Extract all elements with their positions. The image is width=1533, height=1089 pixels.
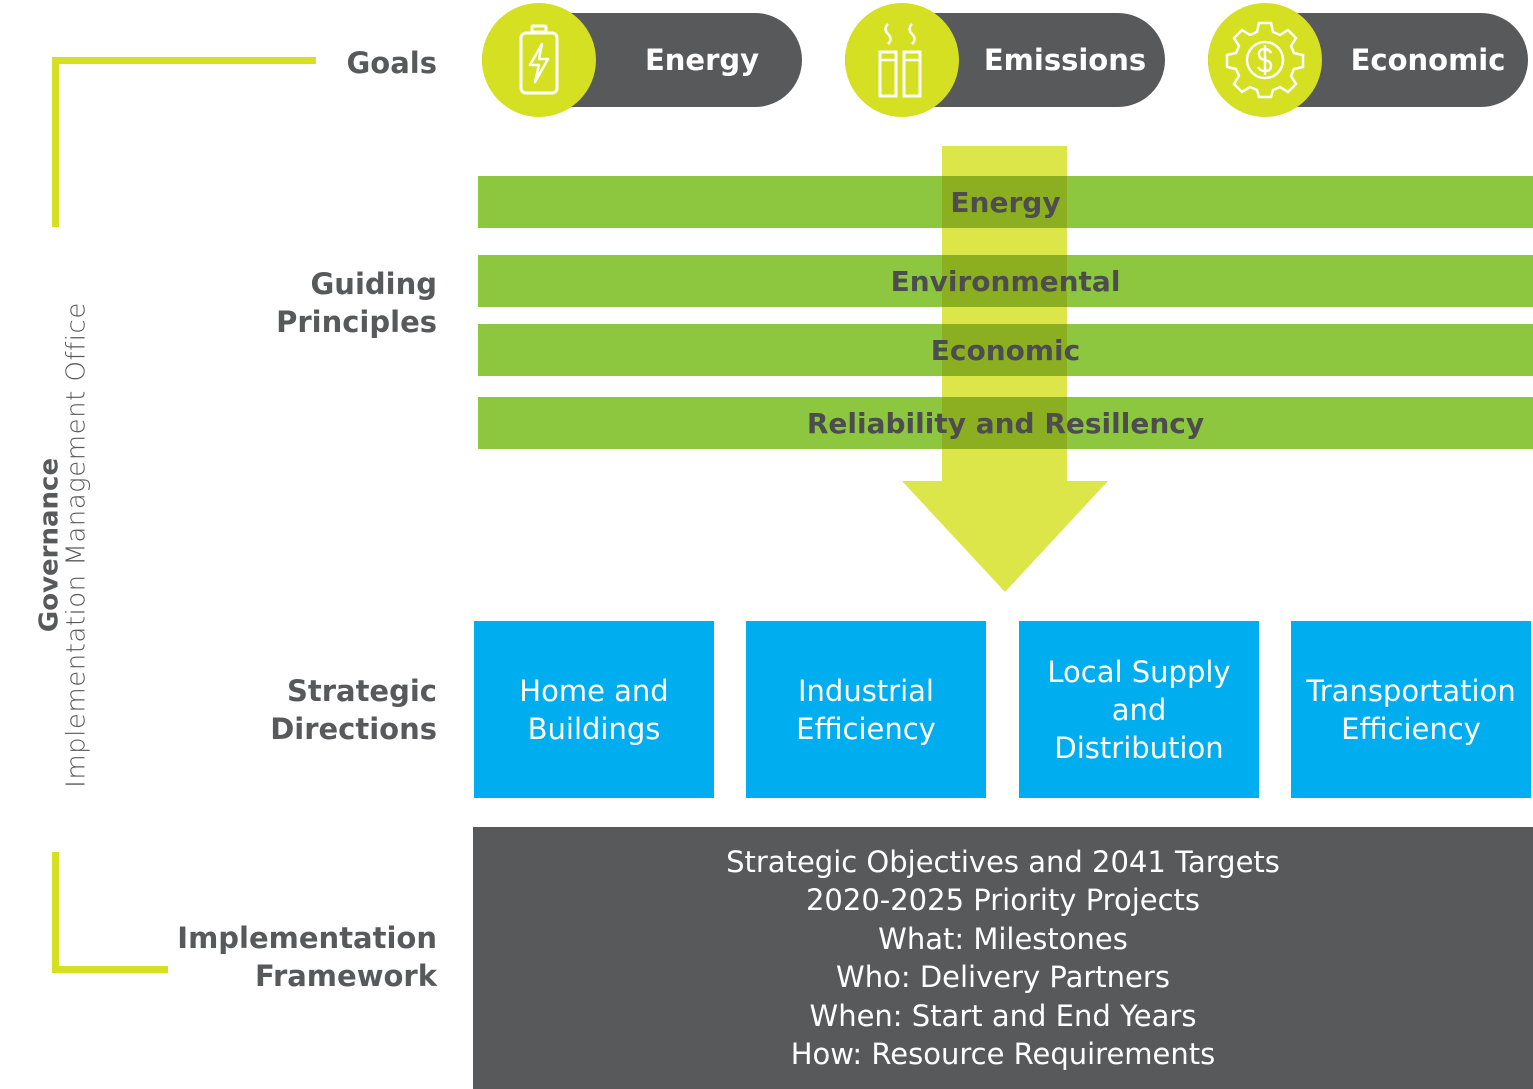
direction-home-buildings-label: Home and Buildings [519, 673, 669, 746]
row-label-implementation-framework: Implementation Framework [177, 921, 437, 993]
goal-energy: Energy [482, 3, 802, 117]
principle-reliability: Reliability and Resillency [806, 406, 1205, 440]
direction-transportation-efficiency: Transportation Efficiency [1291, 621, 1531, 798]
implementation-framework-box: Strategic Objectives and 2041 Targets 20… [473, 827, 1533, 1089]
goal-economic-circle [1208, 3, 1322, 117]
row-label-goals: Goals [346, 46, 438, 80]
gear-dollar-icon [1225, 21, 1305, 99]
row-label-guiding-principles: Guiding Principles [276, 267, 437, 339]
principle-environmental: Environmental [890, 264, 1121, 298]
framework-line: How: Resource Requirements [790, 1037, 1216, 1071]
framework-line: What: Milestones [878, 921, 1128, 956]
smokestack-icon [878, 23, 922, 98]
direction-local-supply-label: Local Supply and Distribution [1047, 654, 1231, 765]
row-label-strategic-directions: Strategic Directions [270, 674, 437, 746]
goal-energy-label: Energy [644, 43, 760, 77]
direction-local-supply: Local Supply and Distribution [1019, 621, 1259, 798]
governance-bracket-bottom-vertical [52, 852, 59, 972]
governance-bracket-top-horizontal [52, 57, 316, 64]
framework-line: Strategic Objectives and 2041 Targets [726, 844, 1280, 879]
governance-bracket-bottom-horizontal [52, 966, 168, 973]
goal-economic-label: Economic [1350, 43, 1506, 77]
goal-emissions: Emissions [845, 3, 1165, 117]
goal-emissions-label: Emissions [983, 43, 1147, 77]
goal-emissions-circle [845, 3, 959, 117]
governance-bracket-top-vertical [52, 59, 59, 227]
goal-energy-circle [482, 3, 596, 117]
principle-economic: Economic [930, 333, 1081, 367]
goal-economic: Economic [1208, 3, 1528, 117]
framework-line: Who: Delivery Partners [836, 960, 1170, 994]
direction-industrial-efficiency: Industrial Efficiency [746, 621, 986, 798]
principle-energy: Energy [950, 185, 1061, 219]
direction-industrial-efficiency-label: Industrial Efficiency [796, 673, 936, 746]
framework-line: 2020-2025 Priority Projects [805, 883, 1201, 917]
battery-bolt-icon [519, 24, 559, 95]
direction-home-buildings: Home and Buildings [474, 621, 714, 798]
framework-line: When: Start and End Years [809, 998, 1197, 1033]
direction-transportation-efficiency-label: Transportation Efficiency [1306, 673, 1516, 746]
